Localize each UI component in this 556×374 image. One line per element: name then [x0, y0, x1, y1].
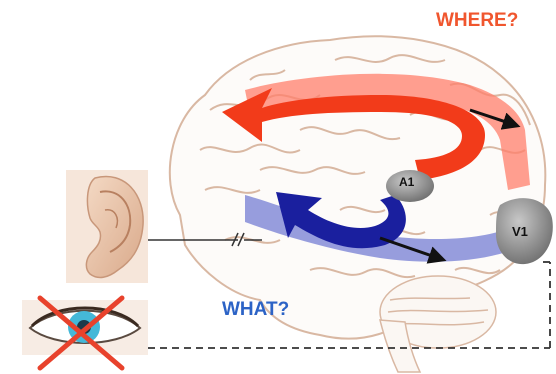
a1-label: A1: [399, 175, 414, 189]
what-label: WHAT?: [222, 299, 289, 321]
ear-icon: [66, 170, 148, 283]
where-label: WHERE?: [436, 10, 518, 32]
v1-label: V1: [512, 224, 528, 239]
